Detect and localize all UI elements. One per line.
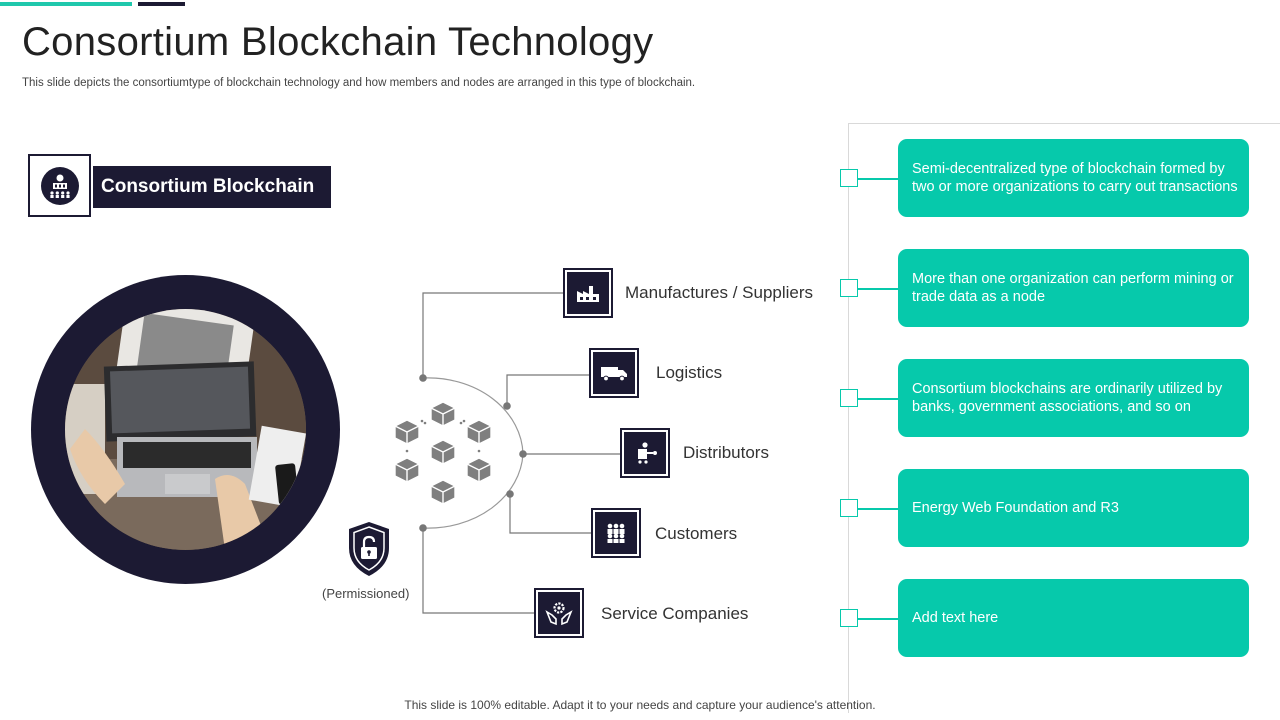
distributor-icon xyxy=(620,428,670,478)
card-checkbox xyxy=(840,279,858,297)
panel-divider-horizontal xyxy=(848,123,1280,124)
node-label-customers: Customers xyxy=(655,524,738,543)
node-label-service-companies: Service Companies xyxy=(601,604,749,623)
info-card: Semi-decentralized type of blockchain fo… xyxy=(898,139,1249,217)
card-connector xyxy=(858,288,898,290)
panel-divider-vertical xyxy=(848,123,849,713)
shield-lock-icon xyxy=(349,522,389,576)
badge-label: Consortium Blockchain xyxy=(93,166,331,208)
badge-icon-box xyxy=(28,154,91,217)
card-connector xyxy=(858,618,898,620)
customers-icon xyxy=(591,508,641,558)
page-title: Consortium Blockchain Technology xyxy=(22,20,654,64)
footer-note: This slide is 100% editable. Adapt it to… xyxy=(404,698,876,712)
info-card: Energy Web Foundation and R3 xyxy=(898,469,1249,547)
bank-members-icon xyxy=(40,166,79,205)
service-hands-gear-icon xyxy=(534,588,584,638)
page-subtitle: This slide depicts the consortiumtype of… xyxy=(22,77,696,89)
card-checkbox xyxy=(840,499,858,517)
photo-image xyxy=(65,309,306,550)
permissioned-caption: (Permissioned) xyxy=(322,586,410,601)
accent-bar-dark xyxy=(138,2,185,6)
card-checkbox xyxy=(840,389,858,407)
node-label-distributors: Distributors xyxy=(683,443,769,462)
card-checkbox xyxy=(840,609,858,627)
factory-icon xyxy=(563,268,613,318)
card-connector xyxy=(858,508,898,510)
node-label-logistics: Logistics xyxy=(656,363,723,382)
info-card: Consortium blockchains are ordinarily ut… xyxy=(898,359,1249,437)
truck-icon xyxy=(589,348,639,398)
laptop-photo xyxy=(31,275,340,584)
node-label-manufacturers: Manufactures / Suppliers xyxy=(625,283,814,302)
blockchain-cubes-icon xyxy=(394,401,492,505)
info-card: Add text here xyxy=(898,579,1249,657)
card-connector xyxy=(858,178,898,180)
card-connector xyxy=(858,398,898,400)
accent-bar-teal xyxy=(0,2,132,6)
info-card: More than one organization can perform m… xyxy=(898,249,1249,327)
card-checkbox xyxy=(840,169,858,187)
